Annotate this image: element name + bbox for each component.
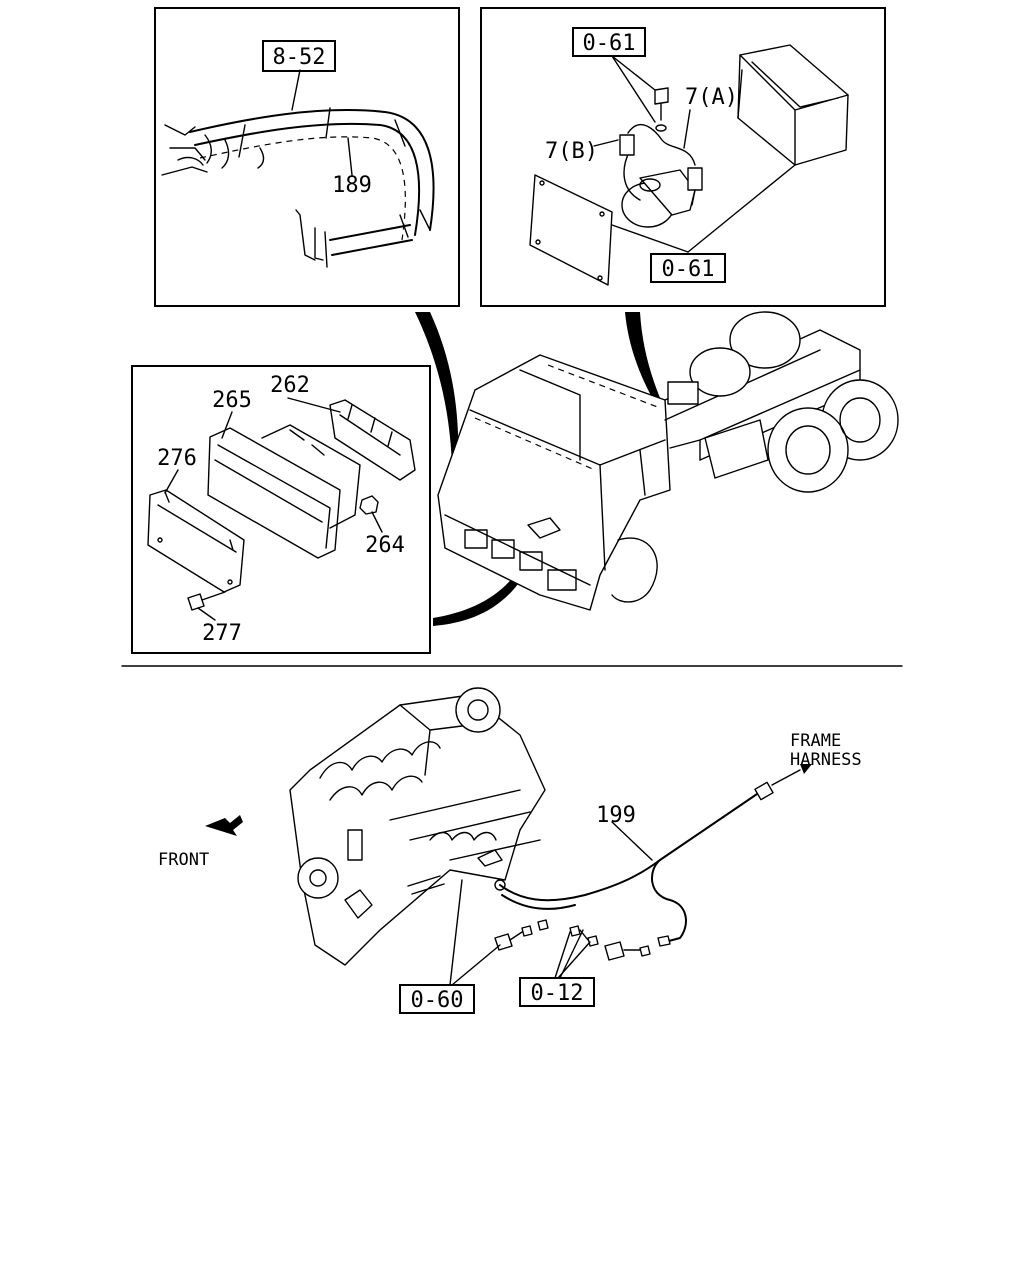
leader-0-12-a bbox=[554, 931, 571, 979]
leader-7b bbox=[593, 139, 619, 147]
bottom-leaders bbox=[449, 821, 653, 986]
callout-8-52: 8-52 bbox=[273, 45, 326, 70]
callout-265: 265 bbox=[212, 388, 252, 413]
leader-189 bbox=[347, 137, 353, 176]
harness-label: HARNESS bbox=[790, 750, 862, 770]
callout-box-0-12 bbox=[519, 977, 595, 1007]
callout-0-61-bottom: 0-61 bbox=[662, 257, 715, 282]
callout-box-0-61-bottom bbox=[650, 253, 726, 283]
leader-199 bbox=[611, 821, 653, 861]
callout-0-60: 0-60 bbox=[411, 988, 464, 1013]
callout-box-0-60 bbox=[399, 984, 475, 1014]
leader-0-61-bottom-b bbox=[687, 164, 796, 253]
leader-0-61-bottom-a bbox=[611, 224, 689, 253]
leader-0-61-top-a bbox=[611, 55, 656, 91]
leader-262 bbox=[287, 397, 341, 413]
callout-276: 276 bbox=[157, 446, 197, 471]
case-panel: 262 265 276 264 277 bbox=[131, 365, 431, 654]
leader-8-52 bbox=[291, 69, 301, 111]
callout-262: 262 bbox=[270, 373, 310, 398]
leader-0-61-top-b bbox=[611, 55, 656, 123]
callout-0-12: 0-12 bbox=[531, 981, 584, 1006]
leader-0-12-c bbox=[559, 929, 584, 979]
front-arrow-icon bbox=[205, 815, 243, 836]
leader-7a bbox=[683, 109, 691, 149]
callout-7a: 7(A) bbox=[685, 85, 738, 110]
engine-illustration bbox=[289, 687, 546, 966]
front-label: FRONT bbox=[158, 850, 209, 870]
engine-harness bbox=[494, 764, 812, 961]
pointer-module bbox=[625, 312, 663, 408]
callout-0-61-top: 0-61 bbox=[583, 31, 636, 56]
leader-0-60-a bbox=[449, 879, 463, 986]
truck-illustration bbox=[415, 311, 899, 626]
leader-276 bbox=[164, 469, 179, 494]
callout-box-0-61-top bbox=[572, 27, 646, 57]
callout-199: 199 bbox=[596, 803, 636, 828]
callout-264: 264 bbox=[365, 533, 405, 558]
leader-265 bbox=[221, 411, 233, 439]
callout-277: 277 bbox=[202, 621, 242, 646]
callout-7b: 7(B) bbox=[545, 139, 598, 164]
leader-277 bbox=[197, 607, 216, 621]
leader-264 bbox=[371, 511, 383, 533]
module-panel: 0-61 7(A) 7(B) 0-61 bbox=[480, 7, 886, 307]
callout-box-8-52 bbox=[262, 40, 336, 72]
callout-189: 189 bbox=[332, 173, 372, 198]
frame-label: FRAME bbox=[790, 731, 841, 751]
leader-0-60-b bbox=[451, 944, 501, 986]
pointer-harness bbox=[415, 312, 459, 466]
harness-panel: 8-52 189 bbox=[154, 7, 460, 307]
